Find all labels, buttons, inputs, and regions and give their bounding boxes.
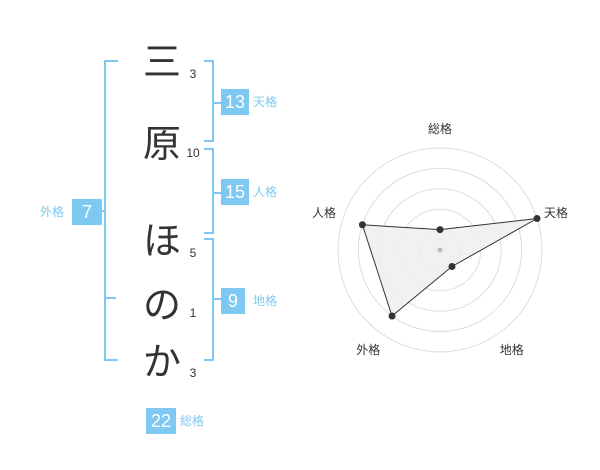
name-char-2: 原: [142, 122, 181, 166]
name-char-5: か: [142, 340, 181, 384]
chikaku-label: 地格: [253, 294, 278, 308]
tenkaku-value-badge: 13: [221, 89, 249, 115]
tenkaku-bracket: [204, 60, 214, 142]
radar-axis-label-2: 天格: [544, 206, 569, 221]
radar-axis-label-4: 外格: [356, 342, 381, 357]
jinkaku-value-badge: 15: [221, 179, 249, 205]
name-char-1: 三: [142, 40, 181, 84]
gaikaku-bracket-split: [104, 297, 116, 299]
chikaku-bracket: [204, 238, 214, 361]
radar-axis-label-1: 総格: [427, 122, 452, 136]
radar-axis-label-5: 人格: [311, 206, 336, 221]
radar-center: [437, 247, 443, 253]
soukaku-label: 総格: [180, 414, 205, 428]
stroke-count-1: 3: [189, 67, 197, 81]
jinkaku-label: 人格: [253, 185, 278, 199]
stroke-count-5: 3: [189, 366, 197, 380]
gaikaku-bracket: [104, 60, 118, 361]
soukaku-value-badge: 22: [146, 408, 176, 434]
stroke-count-2: 10: [186, 146, 200, 160]
radar-point-1: [436, 226, 444, 234]
radar-ring: [337, 147, 543, 353]
stroke-count-3: 5: [189, 246, 197, 260]
radar-point-3: [448, 263, 456, 271]
jinkaku-bracket-tick: [214, 192, 222, 194]
name-char-3: ほ: [142, 219, 181, 263]
radar-axis-label-3: 地格: [499, 342, 524, 357]
radar-point-2: [533, 214, 541, 222]
tenkaku-label: 天格: [253, 95, 278, 109]
chikaku-bracket-tick: [214, 298, 222, 300]
radar-ring: [357, 167, 523, 333]
gaikaku-label: 外格: [40, 205, 65, 219]
radar-point-4: [388, 312, 396, 320]
name-char-4: の: [142, 283, 181, 327]
chikaku-value-badge: 9: [221, 288, 245, 314]
radar-point-5: [358, 221, 366, 229]
jinkaku-bracket: [204, 148, 214, 234]
gaikaku-value-badge: 7: [72, 199, 102, 225]
tenkaku-bracket-tick: [214, 102, 222, 104]
stroke-count-4: 1: [189, 306, 197, 320]
